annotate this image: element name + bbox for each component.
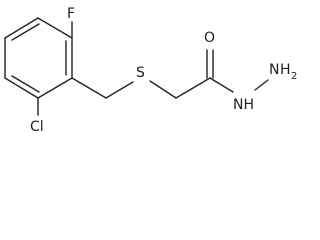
n-n-bond bbox=[254, 79, 269, 91]
ring-bond-c2-c3 bbox=[4, 17, 39, 39]
s-ch2-bond bbox=[149, 80, 177, 99]
fluorine-label: F bbox=[67, 6, 75, 22]
ch2-s-bond bbox=[105, 81, 134, 99]
ring-bond-c1-c2 bbox=[37, 17, 73, 39]
ring-ch2-bond bbox=[71, 77, 107, 99]
ring-double-bond-inner-2 bbox=[11, 75, 40, 93]
oxygen-label: O bbox=[204, 30, 215, 46]
chemical-structure-drawing: F Cl S O NH N H 2 bbox=[4, 6, 297, 135]
hydrazide-nh-label: NH bbox=[233, 97, 254, 113]
ch2-carbonyl-bond bbox=[175, 77, 211, 99]
chlorine-label: Cl bbox=[30, 119, 44, 135]
ring-bond-c5-c6 bbox=[37, 77, 73, 99]
amine-hydrogen-count: 2 bbox=[291, 71, 297, 82]
carbonyl-n-bond bbox=[209, 77, 234, 93]
sulfur-label: S bbox=[136, 65, 145, 81]
ring-bond-c4-c5 bbox=[4, 77, 39, 99]
amine-hydrogen-label: H bbox=[280, 62, 291, 78]
ring-double-bond-inner-1 bbox=[11, 23, 40, 41]
amine-nitrogen-label: N bbox=[269, 62, 279, 78]
